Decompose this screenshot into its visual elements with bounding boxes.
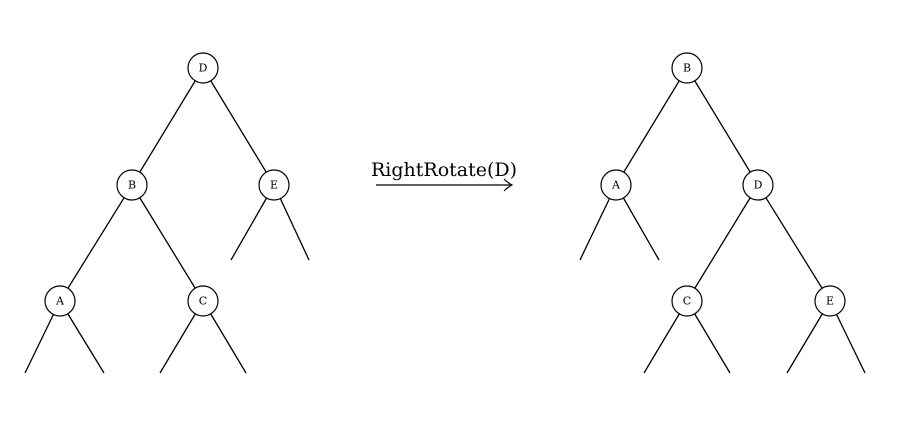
node-circle — [187, 52, 219, 84]
tree-node: C — [671, 285, 703, 317]
node-label: B — [128, 179, 136, 192]
edge-d-e — [757, 184, 831, 302]
tree-node: C — [187, 285, 219, 317]
node-label: A — [55, 295, 65, 308]
node-label: C — [683, 295, 691, 308]
edge-d-e — [202, 67, 275, 186]
node-circle — [814, 285, 846, 317]
tree-node: D — [742, 169, 774, 201]
arrow-head-icon — [503, 178, 514, 192]
edge-d-b — [131, 67, 204, 186]
node-circle — [671, 52, 703, 84]
node-label: E — [270, 179, 278, 192]
tree-node: A — [44, 285, 76, 317]
tree-node: A — [600, 169, 632, 201]
edge-b-a — [615, 67, 688, 186]
node-label: B — [683, 62, 691, 75]
node-circle — [116, 169, 148, 201]
edge-b-c — [131, 184, 204, 302]
after-tree: B A D C E — [579, 52, 866, 374]
node-circle — [600, 169, 632, 201]
node-label: E — [826, 295, 834, 308]
node-circle — [742, 169, 774, 201]
edge-b-d — [686, 67, 759, 186]
tree-node: E — [814, 285, 846, 317]
node-label: D — [199, 62, 208, 75]
edge-b-a — [59, 184, 133, 302]
node-label: D — [754, 179, 763, 192]
node-circle — [44, 285, 76, 317]
node-circle — [258, 169, 290, 201]
tree-node: D — [187, 52, 219, 84]
node-circle — [671, 285, 703, 317]
node-circle — [187, 285, 219, 317]
tree-node: E — [258, 169, 290, 201]
operation-label: RightRotate(D) — [371, 159, 517, 181]
before-tree: D B E A C — [24, 52, 310, 374]
node-label: C — [199, 295, 207, 308]
rotation-arrow: RightRotate(D) — [371, 159, 517, 192]
tree-node: B — [671, 52, 703, 84]
edge-d-c — [686, 184, 759, 302]
node-label: A — [611, 179, 621, 192]
tree-node: B — [116, 169, 148, 201]
